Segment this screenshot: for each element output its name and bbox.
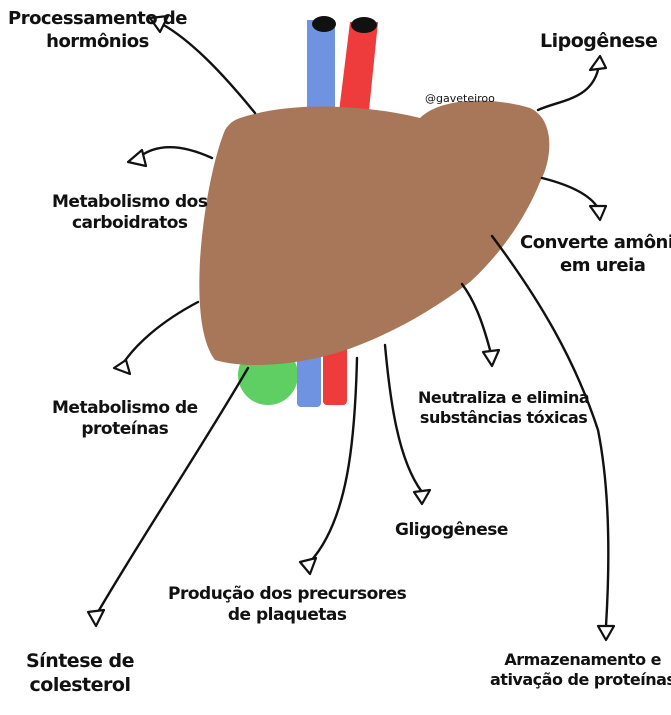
label-platelets-line2: de plaquetas bbox=[168, 605, 406, 626]
label-toxins: Neutraliza e elimina substâncias tóxicas bbox=[418, 388, 589, 428]
label-platelets-line1: Produção dos precursores bbox=[168, 584, 406, 605]
label-proteins-line1: Metabolismo de bbox=[52, 398, 198, 419]
label-toxins-line1: Neutraliza e elimina bbox=[418, 388, 589, 408]
arrow-toxins bbox=[462, 284, 490, 350]
label-ammonia-line1: Converte amônio bbox=[520, 232, 671, 255]
label-hormones: Processamento de hormônios bbox=[8, 8, 187, 53]
label-storage-line2: ativação de proteínas bbox=[490, 670, 671, 690]
label-cholesterol: Síntese de colesterol bbox=[26, 650, 134, 698]
arrowhead-toxins bbox=[483, 350, 499, 366]
label-storage-line1: Armazenamento e bbox=[490, 650, 671, 670]
blue-vein-opening bbox=[312, 16, 336, 32]
arrowhead-carbs bbox=[128, 150, 146, 166]
arrowhead-glycogen bbox=[414, 490, 430, 504]
label-ammonia-line2: em ureia bbox=[520, 255, 671, 278]
label-lipogenesis-text: Lipogênese bbox=[540, 30, 657, 54]
label-platelets: Produção dos precursores de plaquetas bbox=[168, 584, 406, 627]
arrowhead-lipogenesis bbox=[590, 56, 606, 70]
label-proteins: Metabolismo de proteínas bbox=[52, 398, 198, 441]
arrow-carbs bbox=[138, 147, 212, 158]
arrow-lipogenesis bbox=[538, 70, 598, 110]
arrowhead-platelets bbox=[300, 558, 316, 574]
label-toxins-line2: substâncias tóxicas bbox=[418, 408, 589, 428]
label-carbs-line2: carboidratos bbox=[52, 213, 207, 234]
blue-vein bbox=[307, 20, 335, 120]
arrow-glycogen bbox=[385, 345, 422, 492]
arrowhead-cholesterol bbox=[88, 610, 104, 626]
label-carbs-line1: Metabolismo dos bbox=[52, 192, 207, 213]
label-glycogen: Gligogênese bbox=[395, 520, 508, 541]
label-storage: Armazenamento e ativação de proteínas bbox=[490, 650, 671, 690]
arrow-storage bbox=[492, 236, 608, 626]
arrowhead-proteins bbox=[114, 360, 130, 374]
label-hormones-line2: hormônios bbox=[8, 31, 187, 54]
label-hormones-line1: Processamento de bbox=[8, 8, 187, 31]
label-cholesterol-line2: colesterol bbox=[26, 674, 134, 698]
label-carbs: Metabolismo dos carboidratos bbox=[52, 192, 207, 235]
arrowhead-ammonia bbox=[590, 206, 606, 220]
red-artery-opening bbox=[351, 17, 377, 33]
red-artery bbox=[338, 22, 378, 120]
liver bbox=[199, 101, 549, 365]
label-lipogenesis: Lipogênese bbox=[540, 30, 657, 54]
watermark: @gaveteiroo bbox=[425, 92, 495, 105]
label-cholesterol-line1: Síntese de bbox=[26, 650, 134, 674]
label-ammonia: Converte amônio em ureia bbox=[520, 232, 671, 277]
label-proteins-line2: proteínas bbox=[52, 419, 198, 440]
arrowhead-storage bbox=[598, 626, 614, 640]
label-glycogen-text: Gligogênese bbox=[395, 520, 508, 541]
arrow-proteins bbox=[122, 302, 198, 365]
arrow-ammonia bbox=[542, 178, 598, 208]
